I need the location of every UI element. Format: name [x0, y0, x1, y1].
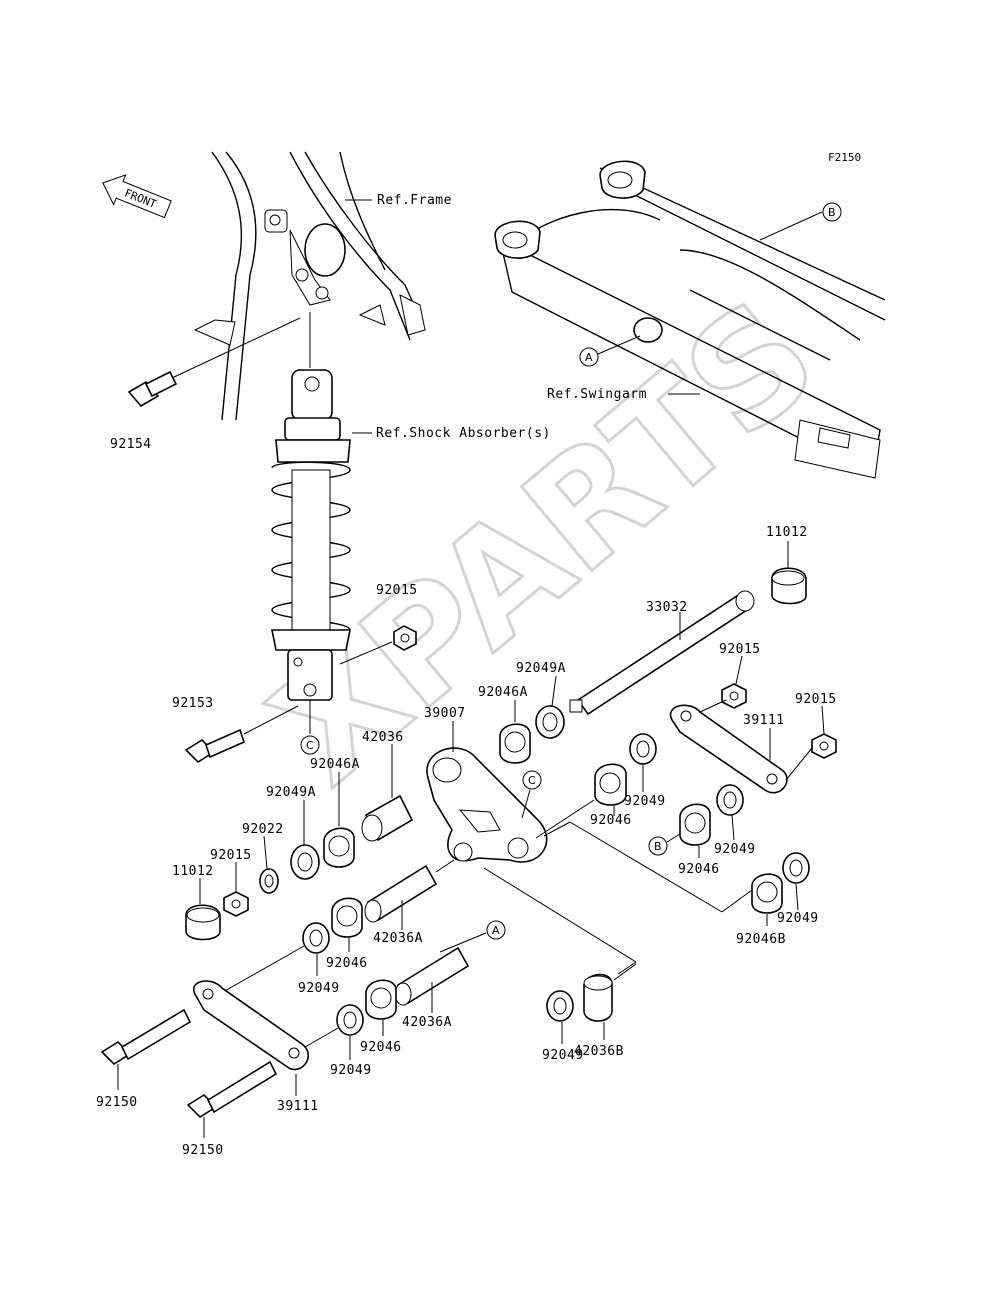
label-92150-a: 92150 — [96, 1095, 138, 1110]
label-11012-top: 11012 — [766, 525, 808, 540]
ref-shock-label: Ref.Shock Absorber(s) — [376, 426, 551, 441]
shock-absorber-reference — [271, 312, 351, 701]
seal-92049-right — [782, 852, 810, 884]
label-33032: 33032 — [646, 600, 688, 615]
label-39111-left: 39111 — [277, 1099, 319, 1114]
label-92150-b: 92150 — [182, 1143, 224, 1158]
seal-92049-b — [716, 784, 744, 816]
marker-b-rocker: B — [648, 836, 668, 856]
label-92022: 92022 — [242, 822, 284, 837]
bearing-92046A-top — [499, 723, 531, 764]
bearing-92046-low — [331, 897, 363, 938]
seal-92049-right-mid — [629, 733, 657, 765]
ref-swingarm-label: Ref.Swingarm — [547, 387, 647, 402]
bearing-92046-low2 — [365, 979, 397, 1020]
seal-92049A-top — [535, 705, 565, 739]
label-92046-b: 92046 — [678, 862, 720, 877]
label-92015-b: 92015 — [795, 692, 837, 707]
label-11012-left: 11012 — [172, 864, 214, 879]
marker-a-lower: A — [486, 920, 506, 940]
diagram-code: F2150 — [828, 151, 861, 164]
label-92046-low: 92046 — [326, 956, 368, 971]
nut-92015-b — [811, 733, 837, 759]
marker-a-swingarm: A — [579, 347, 599, 367]
nut-92015-shock — [393, 625, 417, 651]
label-92049-low2: 92049 — [330, 1063, 372, 1078]
seal-92049-low — [302, 922, 330, 954]
label-92046B: 92046B — [736, 932, 786, 947]
marker-c-rocker-text: C — [528, 774, 536, 787]
rocker-arm-39007 — [426, 747, 548, 863]
collar-42036A-a — [364, 864, 438, 923]
marker-c-shock-text: C — [306, 739, 314, 752]
label-92049-low: 92049 — [298, 981, 340, 996]
seal-92049A-left — [290, 844, 320, 880]
seal-92049-bottom — [546, 990, 574, 1022]
washer-92022 — [259, 868, 279, 894]
ref-frame-label: Ref.Frame — [377, 193, 452, 208]
marker-b-swingarm-text: B — [828, 206, 836, 219]
collar-42036A-b — [394, 946, 470, 1006]
label-39111-right: 39111 — [743, 713, 785, 728]
nut-92015-a — [721, 683, 747, 709]
cap-11012-left — [185, 904, 221, 941]
label-92049-b: 92049 — [714, 842, 756, 857]
label-92049-right-mid: 92049 — [624, 794, 666, 809]
marker-b-rocker-text: B — [654, 840, 662, 853]
bolt-92153 — [184, 728, 245, 764]
nut-92015-left — [223, 891, 249, 917]
front-arrow-icon: FRONT — [102, 174, 172, 219]
label-42036A-b: 42036A — [402, 1015, 452, 1030]
label-92046A-left: 92046A — [310, 757, 360, 772]
collar-42036 — [361, 794, 414, 842]
label-92049-bottom: 92049 — [542, 1048, 584, 1063]
seal-92049-low2 — [336, 1004, 364, 1036]
bearing-92046B — [751, 873, 783, 914]
label-42036: 42036 — [362, 730, 404, 745]
collar-42036B — [583, 973, 613, 1022]
label-92015-shock: 92015 — [376, 583, 418, 598]
cap-11012-top — [771, 567, 807, 605]
label-92049A-left: 92049A — [266, 785, 316, 800]
marker-a-swingarm-text: A — [585, 351, 593, 364]
label-92015-left: 92015 — [210, 848, 252, 863]
swingarm-reference — [494, 160, 886, 479]
label-92046-right: 92046 — [590, 813, 632, 828]
bearing-92046-right — [594, 763, 627, 806]
marker-c-rocker: C — [522, 770, 542, 790]
bearing-92046-b — [679, 803, 711, 846]
bearing-92046A-left — [323, 827, 355, 868]
label-92153: 92153 — [172, 696, 214, 711]
bolt-92150-a — [100, 1008, 192, 1066]
link-39111-right — [669, 704, 788, 794]
marker-b-swingarm: B — [822, 202, 842, 222]
link-39111-left — [193, 980, 309, 1071]
marker-c-shock: C — [300, 735, 320, 755]
shaft-33032 — [569, 590, 755, 716]
label-92154: 92154 — [110, 437, 152, 452]
bolt-92154 — [127, 370, 178, 408]
label-39007: 39007 — [424, 706, 466, 721]
label-92046-low2: 92046 — [360, 1040, 402, 1055]
label-92015-a: 92015 — [719, 642, 761, 657]
bolt-92150-b — [186, 1060, 278, 1119]
label-92049-right: 92049 — [777, 911, 819, 926]
label-42036A-a: 42036A — [373, 931, 423, 946]
frame-reference-drawing — [193, 151, 426, 421]
label-42036B: 42036B — [574, 1044, 624, 1059]
marker-a-lower-text: A — [492, 924, 500, 937]
label-92049A-top: 92049A — [516, 661, 566, 676]
label-92046A-top: 92046A — [478, 685, 528, 700]
